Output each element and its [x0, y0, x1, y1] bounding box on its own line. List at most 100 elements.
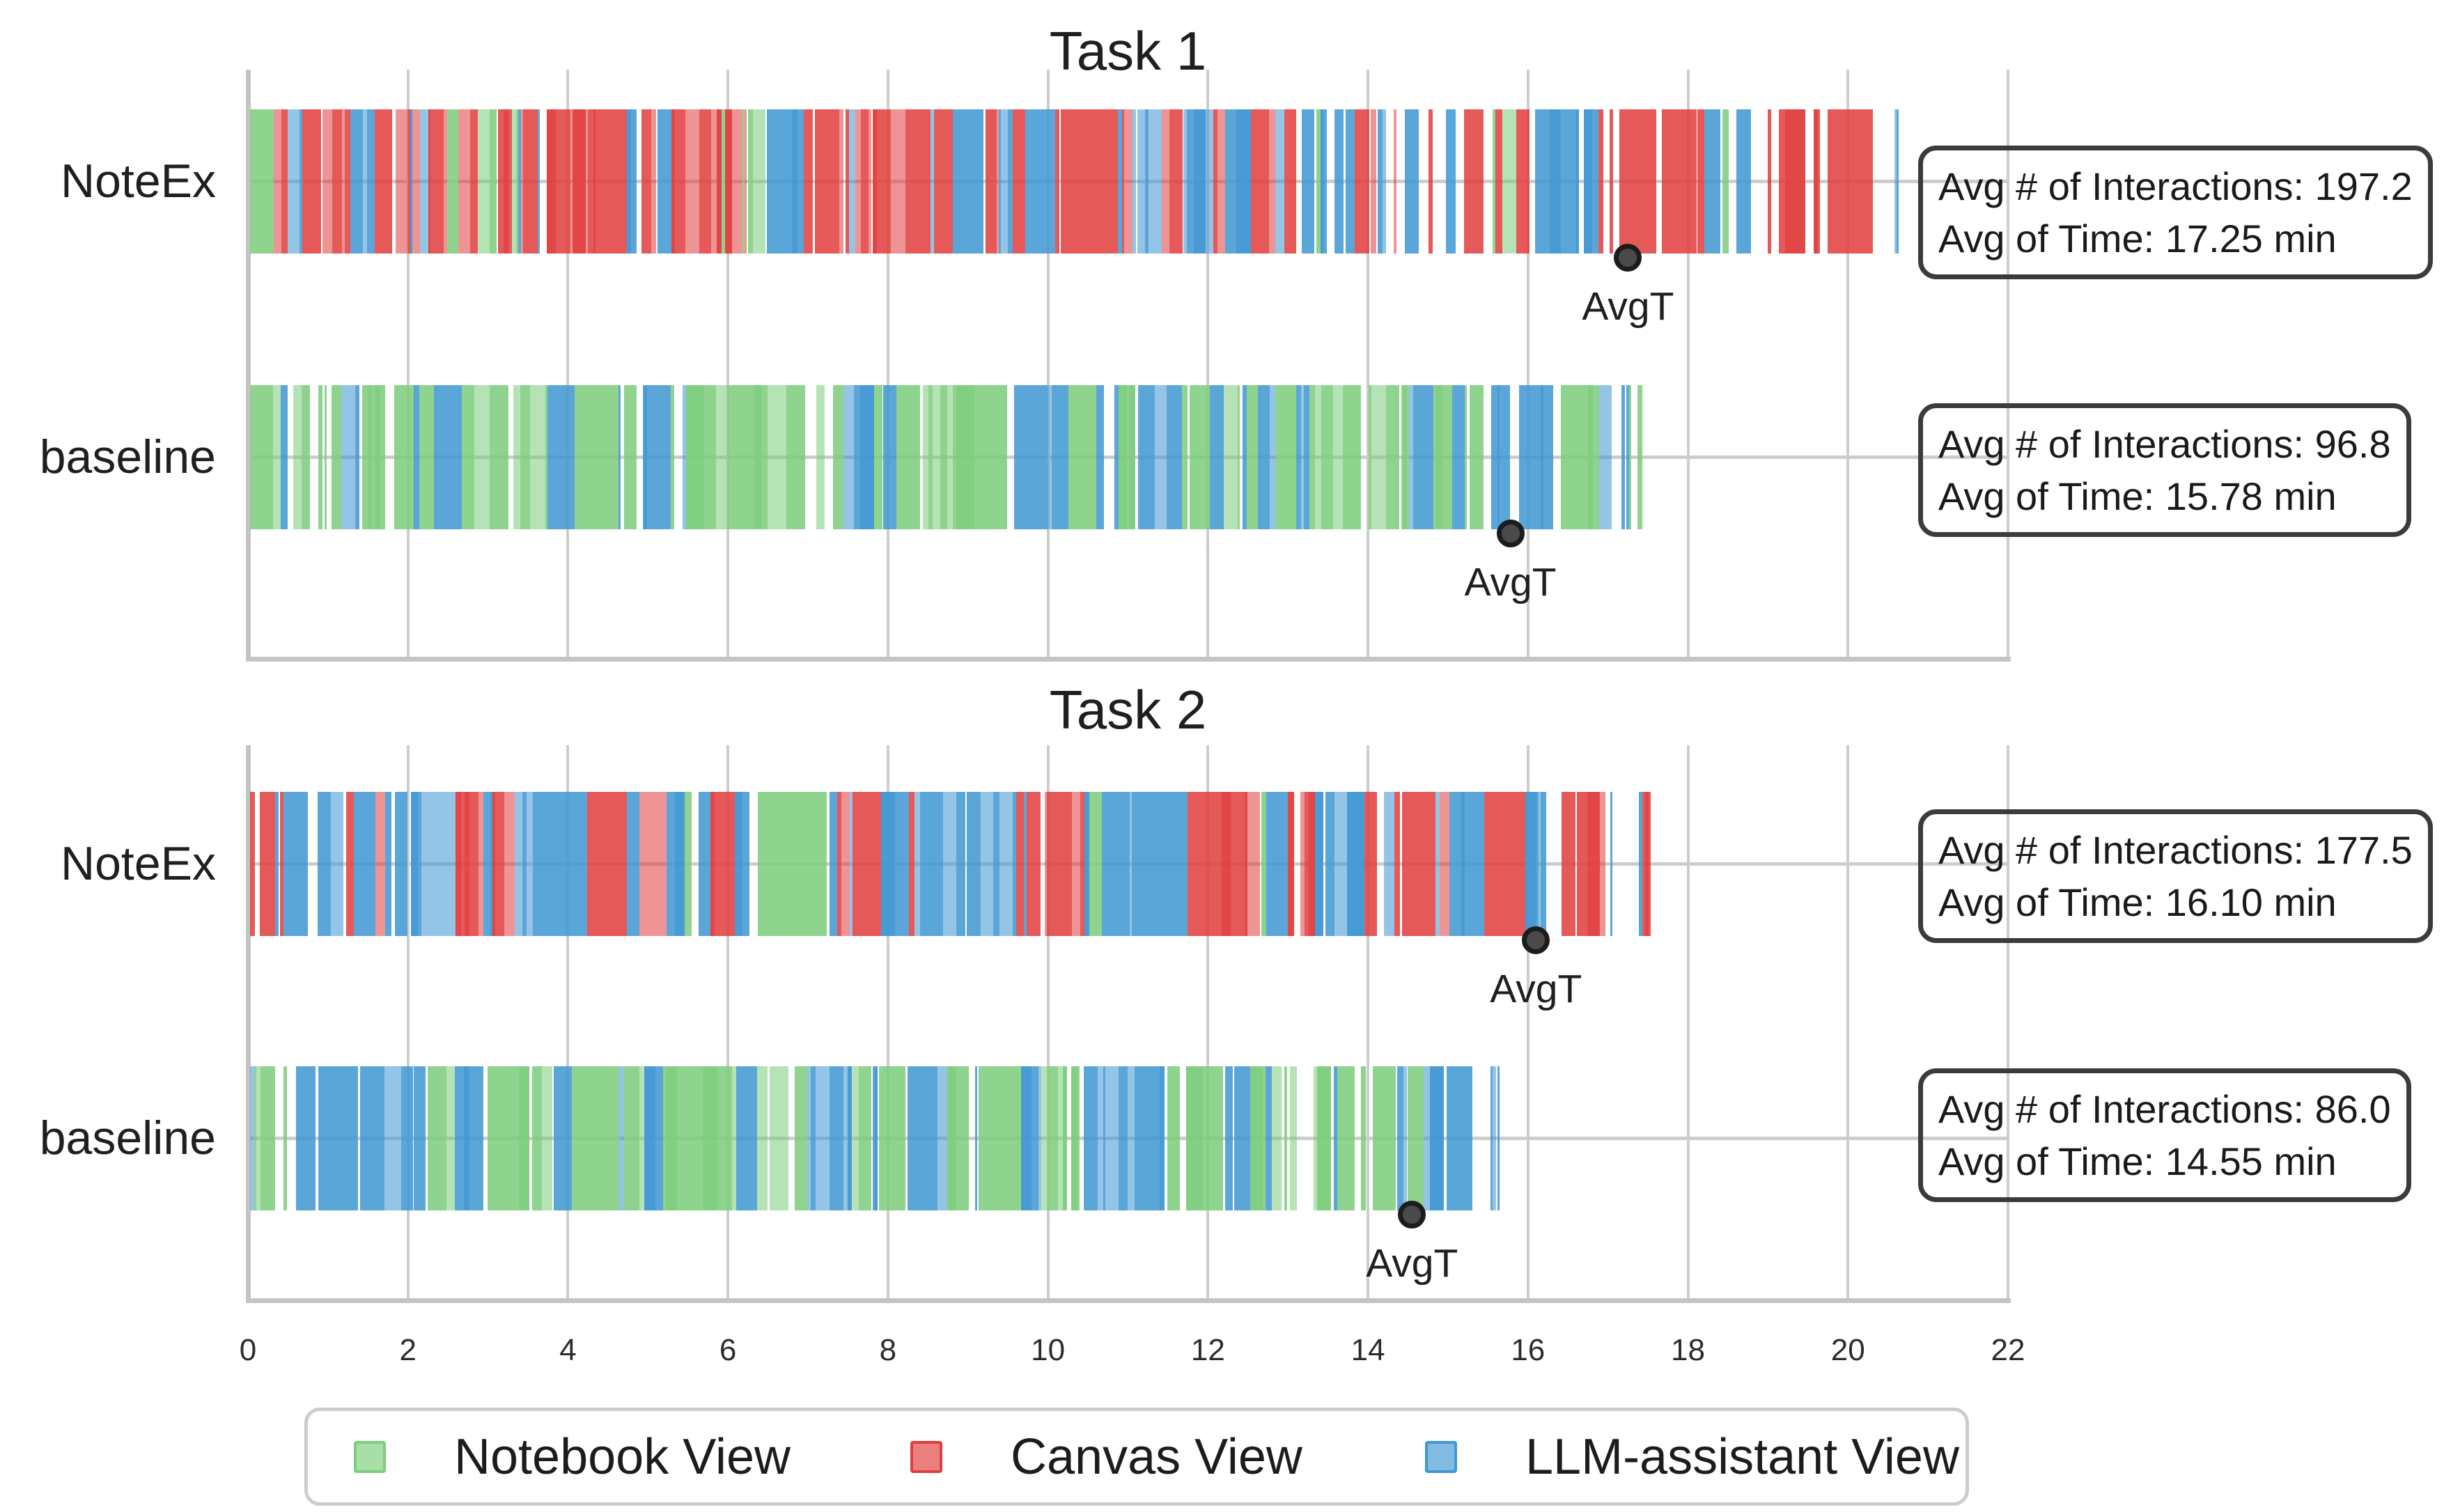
view-segment-red [1500, 791, 1511, 936]
view-segment-green [732, 1066, 737, 1210]
view-segment-green [1238, 384, 1240, 529]
x-gridline [1526, 745, 1530, 1300]
view-segment-green [1126, 384, 1129, 529]
view-segment-green [1314, 1066, 1317, 1210]
view-segment-green [1167, 1066, 1181, 1210]
view-segment-red [345, 791, 354, 936]
x-gridline [406, 70, 410, 659]
view-segment-blue [1384, 791, 1395, 936]
x-tick-label: 20 [1830, 1333, 1865, 1367]
view-segment-blue [880, 791, 895, 936]
view-segment-green [993, 384, 1008, 529]
y-axis-label: NoteEx [61, 837, 216, 890]
view-segment-red [1644, 791, 1649, 936]
view-segment-blue [1347, 791, 1362, 936]
view-segment-red [622, 109, 625, 254]
view-segment-blue [550, 791, 556, 936]
view-segment-green [325, 384, 327, 529]
view-segment-red [1793, 109, 1806, 254]
view-segment-blue [1258, 384, 1270, 529]
view-segment-blue [682, 791, 685, 936]
view-segment-blue [1626, 384, 1629, 529]
view-segment-red [478, 791, 483, 936]
view-segment-red [322, 109, 333, 254]
view-segment-blue [1518, 384, 1532, 529]
avg-time-label: AvgT [1366, 1240, 1458, 1286]
view-segment-red [1562, 791, 1575, 936]
view-segment-green [947, 384, 954, 529]
view-segment-red [1817, 109, 1821, 254]
view-segment-red [458, 109, 470, 254]
view-segment-blue [1382, 109, 1386, 254]
view-segment-green [692, 1066, 703, 1210]
view-segment-red [653, 791, 667, 936]
view-segment-red [279, 791, 283, 936]
view-segment-green [489, 384, 497, 529]
view-segment-green [960, 1066, 966, 1210]
view-segment-green [283, 1066, 288, 1210]
view-segment-red [435, 109, 444, 254]
view-segment-blue [1194, 109, 1206, 254]
x-gridline [1367, 745, 1370, 1300]
view-segment-red [1199, 791, 1210, 936]
view-segment-red [1516, 791, 1526, 936]
annotation-interactions: Avg # of Interactions: 96.8 [1938, 422, 2391, 466]
view-segment-green [1502, 109, 1516, 254]
view-segment-blue [1413, 384, 1417, 529]
view-segment-blue [1453, 109, 1456, 254]
view-segment-red [1187, 791, 1197, 936]
view-segment-blue [1500, 384, 1510, 529]
view-segment-green [1089, 791, 1099, 936]
view-segment-red [1284, 109, 1287, 254]
view-segment-red [1304, 791, 1309, 936]
view-segment-green [754, 384, 761, 529]
view-segment-red [1839, 109, 1851, 254]
view-segment-blue [313, 1066, 316, 1210]
view-segment-blue [451, 791, 456, 936]
timeline-bar-row [250, 1066, 2010, 1210]
view-segment-blue [410, 791, 419, 936]
view-segment-green [1189, 384, 1202, 529]
view-segment-blue [810, 1066, 816, 1210]
view-segment-red [1084, 109, 1088, 254]
view-segment-red [1494, 791, 1500, 936]
view-segment-green [786, 384, 791, 529]
view-segment-red [1012, 109, 1016, 254]
view-segment-blue [655, 1066, 664, 1210]
avg-time-marker [1522, 926, 1550, 954]
view-segment-blue [1167, 791, 1174, 936]
view-segment-green [435, 1066, 447, 1210]
view-segment-red [430, 109, 435, 254]
view-segment-blue [891, 384, 894, 529]
view-segment-blue [1048, 384, 1052, 529]
view-segment-red [428, 109, 431, 254]
view-segment-blue [1000, 109, 1009, 254]
view-segment-red [379, 109, 393, 254]
view-segment-green [611, 384, 619, 529]
view-segment-blue [1266, 791, 1270, 936]
view-segment-green [742, 109, 745, 254]
view-segment-green [1206, 1066, 1217, 1210]
view-segment-green [516, 1066, 519, 1210]
view-segment-green [273, 384, 279, 529]
view-segment-blue [1304, 384, 1309, 529]
view-segment-blue [956, 791, 965, 936]
view-segment-green [926, 384, 929, 529]
view-segment-blue [1534, 109, 1550, 254]
view-segment-red [827, 109, 840, 254]
view-segment-blue [250, 1066, 254, 1210]
view-segment-blue [860, 384, 875, 529]
view-segment-green [799, 791, 807, 936]
view-segment-red [1778, 109, 1786, 254]
view-segment-blue [1137, 384, 1142, 529]
view-segment-green [1098, 791, 1103, 936]
view-segment-green [1262, 1066, 1266, 1210]
view-segment-red [1472, 109, 1484, 254]
annotation-time: Avg of Time: 15.78 min [1938, 474, 2337, 519]
view-segment-blue [1592, 109, 1598, 254]
view-segment-blue [974, 1066, 977, 1210]
view-segment-green [980, 1066, 993, 1210]
view-segment-green [520, 384, 531, 529]
view-segment-blue [555, 791, 567, 936]
view-segment-red [469, 109, 476, 254]
